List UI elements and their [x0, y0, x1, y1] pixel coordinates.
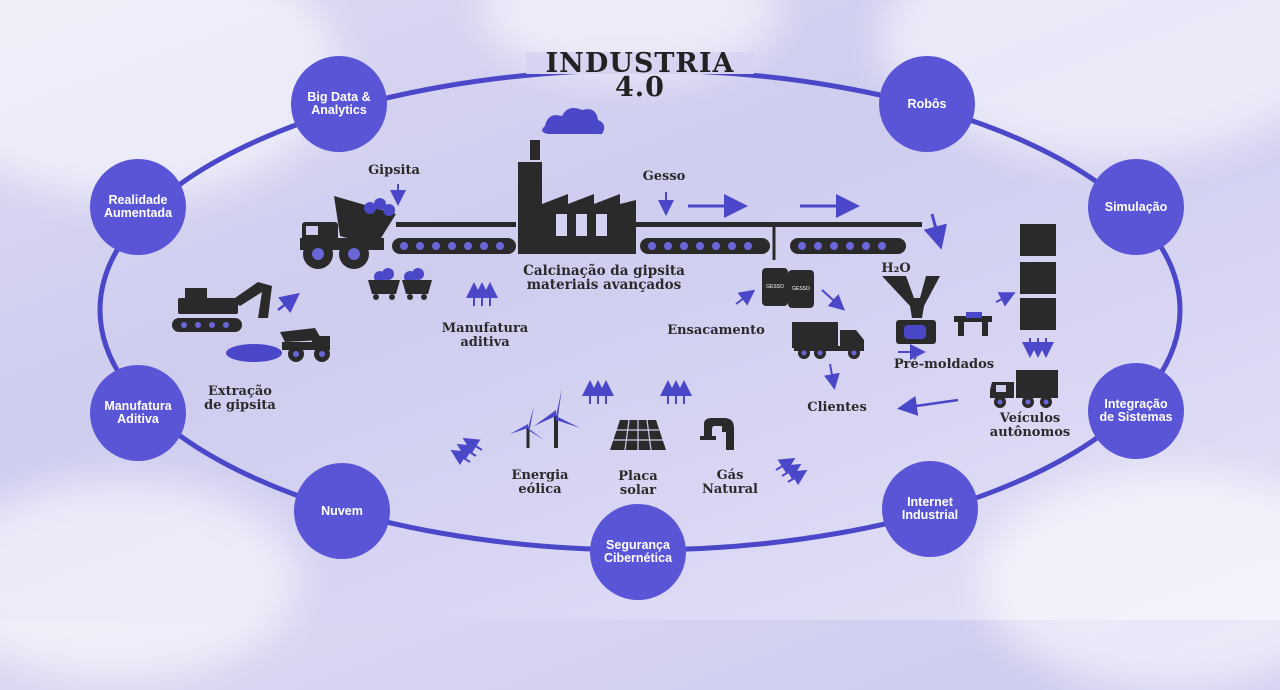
- flow-arrow-conveyor-down: [923, 213, 947, 250]
- energy-up-arrows: [582, 380, 692, 404]
- blocks-down-arrows: [1022, 338, 1054, 358]
- flow-arrow-to-blocks: [995, 292, 1016, 307]
- delivery-truck-icon: [792, 322, 864, 359]
- pillar-internet-industrial-label: Internet Industrial: [901, 495, 959, 522]
- pillar-internet-industrial[interactable]: Internet Industrial: [882, 461, 978, 557]
- pillar-seguranca-cibernetica[interactable]: Segurança Cibernética: [590, 504, 686, 600]
- flow-arrow-truck-clientes: [823, 363, 840, 390]
- mixer-funnel-icon: [882, 276, 940, 344]
- label-calcinacao: Calcinação da gipsita materiais avançado…: [523, 263, 685, 293]
- pillar-integracao-sistemas-label: Integração de Sistemas: [1099, 397, 1173, 424]
- page-title: INDUSTRIA 4.0: [526, 48, 754, 103]
- pillar-nuvem-label: Nuvem: [321, 503, 363, 518]
- pillar-realidade-aumentada[interactable]: Realidade Aumentada: [90, 159, 186, 255]
- industry-diagram: GESSO GESSO: [97, 67, 1183, 553]
- pillar-simulacao[interactable]: Simulação: [1088, 159, 1184, 255]
- title-line-2: 4.0: [615, 72, 665, 103]
- gesso-bags-icon: GESSO GESSO: [762, 268, 814, 308]
- flow-arrow-to-clientes: [897, 395, 959, 416]
- factory-icon: [518, 108, 636, 254]
- wind-turbine-icon: [510, 388, 580, 448]
- premolded-blocks-icon: [1020, 224, 1056, 330]
- label-energia-eolica: Energia eólica: [511, 468, 569, 497]
- ore-pile-icon: [226, 344, 282, 362]
- energy-left-arrows: [450, 437, 483, 466]
- additive-arrows: [466, 282, 498, 306]
- gas-pipe-icon: [700, 418, 734, 450]
- pillar-seguranca-cibernetica-label: Segurança Cibernética: [603, 538, 673, 565]
- label-gesso: Gesso: [642, 169, 686, 184]
- label-extracao: Extração de gipsita: [204, 384, 276, 413]
- pillar-integracao-sistemas[interactable]: Integração de Sistemas: [1088, 363, 1184, 459]
- pillar-manufatura-aditiva-label: Manufatura Aditiva: [104, 399, 172, 426]
- flow-arrow-bags-truck: [821, 289, 845, 311]
- label-h2o: H₂O: [881, 261, 911, 276]
- pillar-simulacao-label: Simulação: [1104, 199, 1168, 214]
- flow-arrow-to-bags: [735, 289, 756, 306]
- label-placa-solar: Placa solar: [618, 469, 658, 498]
- solar-panel-icon: [610, 419, 666, 451]
- dump-truck-large-icon: [300, 196, 396, 269]
- energy-right-arrows: [775, 457, 808, 486]
- pillar-manufatura-aditiva[interactable]: Manufatura Aditiva: [90, 365, 186, 461]
- conveyor-belt-1: [392, 222, 516, 254]
- pillar-big-data-label: Big Data & Analytics: [307, 90, 371, 117]
- pillar-nuvem[interactable]: Nuvem: [294, 463, 390, 559]
- label-pre-moldados: Pré-moldados: [893, 357, 995, 372]
- label-clientes: Clientes: [807, 400, 867, 415]
- ore-carts-icon: [368, 268, 432, 300]
- label-ensacamento: Ensacamento: [667, 323, 765, 338]
- pillar-big-data[interactable]: Big Data & Analytics: [291, 56, 387, 152]
- bag-label-1: GESSO: [766, 284, 784, 290]
- pillar-robos[interactable]: Robôs: [879, 56, 975, 152]
- pillar-realidade-aumentada-label: Realidade Aumentada: [103, 193, 173, 220]
- label-manufatura-aditiva: Manufatura aditiva: [441, 321, 529, 350]
- pillar-robos-label: Robôs: [907, 96, 947, 111]
- label-gipsita: Gipsita: [368, 163, 420, 178]
- label-gas-natural: Gás Natural: [702, 468, 758, 497]
- title-line-1: INDUSTRIA: [545, 48, 735, 79]
- conveyor-belt-2: [636, 222, 922, 260]
- bag-label-2: GESSO: [792, 286, 810, 292]
- molding-table-icon: [954, 312, 992, 336]
- label-veiculos: Veículos autônomos: [989, 411, 1071, 440]
- flow-arrow-extraction: [277, 292, 300, 314]
- excavator-icon: [172, 282, 272, 332]
- autonomous-truck-icon: [990, 370, 1058, 408]
- dump-truck-small-icon: [280, 328, 330, 362]
